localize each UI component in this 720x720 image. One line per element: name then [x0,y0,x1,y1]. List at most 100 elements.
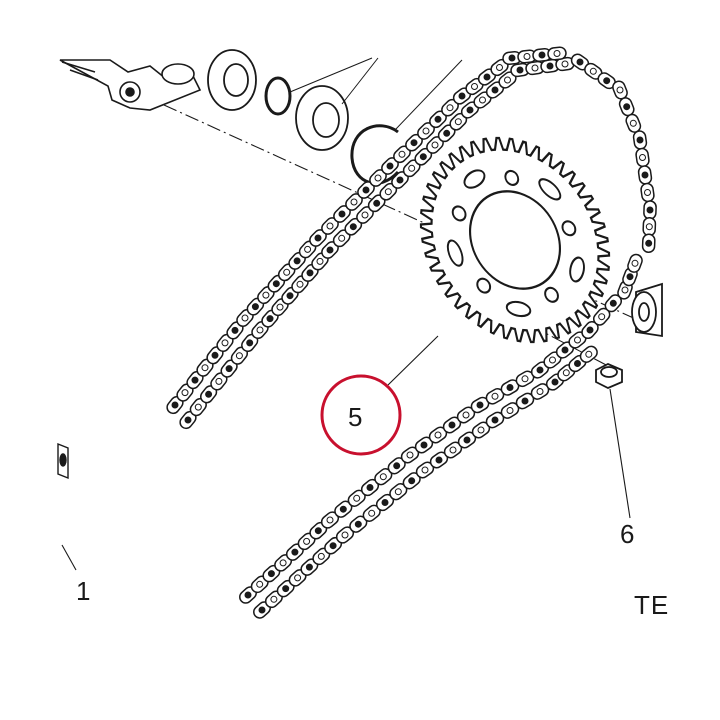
circlip-small-icon [264,76,292,116]
chain-pin [384,188,392,196]
sprocket-slot-hole [446,239,464,267]
chain-pin [244,591,252,599]
chain-pin [561,346,569,354]
chain-pin [466,106,474,114]
chain-pin [420,441,428,449]
chain-pin [235,352,243,360]
chain-pin [338,234,346,242]
chain-pin [504,76,511,84]
chain-pin [422,127,430,135]
chain-pin [562,369,570,377]
chain-pin [225,365,233,373]
chain-pin [477,426,485,434]
sprocket-slot-hole [569,256,585,283]
chain-pin [291,548,299,556]
chain-pin [446,104,454,112]
chain-pin [483,73,491,81]
chain-pin [211,351,219,359]
chain-pin [386,162,394,170]
chain-pin [506,384,514,391]
chain-pin [205,390,213,398]
chain-pin [241,314,249,322]
chain-pin [479,96,486,104]
chain-pin [283,268,291,276]
chain-pin [215,377,223,385]
leader-1 [61,544,77,571]
chain-pin [282,585,290,593]
chain-pin [531,64,539,72]
callout-6-label: 6 [620,519,635,549]
chain-pin [516,66,524,74]
spacer-icon [631,282,663,338]
chain-pin [326,246,334,254]
chain-pin [435,456,443,464]
chain-pin [462,411,470,419]
chain-pin [374,174,382,182]
chain-pin [609,299,617,307]
chain-pin [394,488,402,496]
chain-pin [231,326,239,334]
leader-5 [387,335,439,386]
sprocket-nut-icon [595,363,623,389]
chain-pin [354,520,362,528]
callout-5-label: 5 [348,402,363,432]
chain-pin [316,257,324,265]
chain-pin [341,531,349,539]
chain-pin [329,542,337,550]
chain-pin [294,574,302,582]
chain-pin [286,292,294,300]
chain-pin [598,313,606,321]
chain-pin [631,259,639,267]
chain-pin [267,570,275,578]
highlight-circle [320,374,402,456]
chain-pin [326,516,334,524]
chain-pin [221,339,229,347]
chain-pin [171,401,179,409]
chain-pin [181,389,189,397]
chain-pin [408,164,416,172]
chain-pin [338,210,346,218]
chain-pin [538,51,546,59]
sprocket-stud-hole [561,220,577,237]
chain-pin [393,462,401,470]
sprocket-slot-hole [505,300,532,318]
chain-pin [586,326,594,334]
chain-pin [381,499,389,506]
chain-pin [491,86,499,94]
chain-pin [191,376,199,384]
chain-pin [293,257,301,265]
chain-pin [521,397,529,405]
chain-pin [368,509,376,517]
bearing-set-icon [207,49,463,185]
chain-pin [194,403,202,411]
chain-pin [184,416,192,424]
hub-edge-icon [57,442,69,480]
chain-pin [406,451,414,459]
chain-pin [258,606,266,614]
chain-pin [521,375,529,383]
chain-pin [491,416,499,424]
chain-pin [434,431,442,439]
chain-pin [496,64,503,71]
chain-pin [551,378,559,386]
chain-pin [410,139,418,147]
chain-pin [523,53,531,60]
chain-pin [458,92,466,100]
chain-pin [549,356,556,364]
chain-pin [616,86,624,94]
chain-pin [379,473,387,481]
chain-pin [589,67,597,75]
chain-pin [353,494,361,502]
chain-pin [561,60,569,68]
chain-pin [476,401,484,409]
chain-pin [272,280,280,288]
chain-pin [270,595,278,603]
sprocket-slot-hole [538,178,562,201]
chain-pin [251,303,259,311]
chain-pin [373,199,381,207]
chain-pin [644,189,651,196]
chain-pin [279,559,287,567]
chain-pin [362,186,370,194]
chain-pin [536,366,544,374]
sprocket-center-bore [468,190,562,290]
